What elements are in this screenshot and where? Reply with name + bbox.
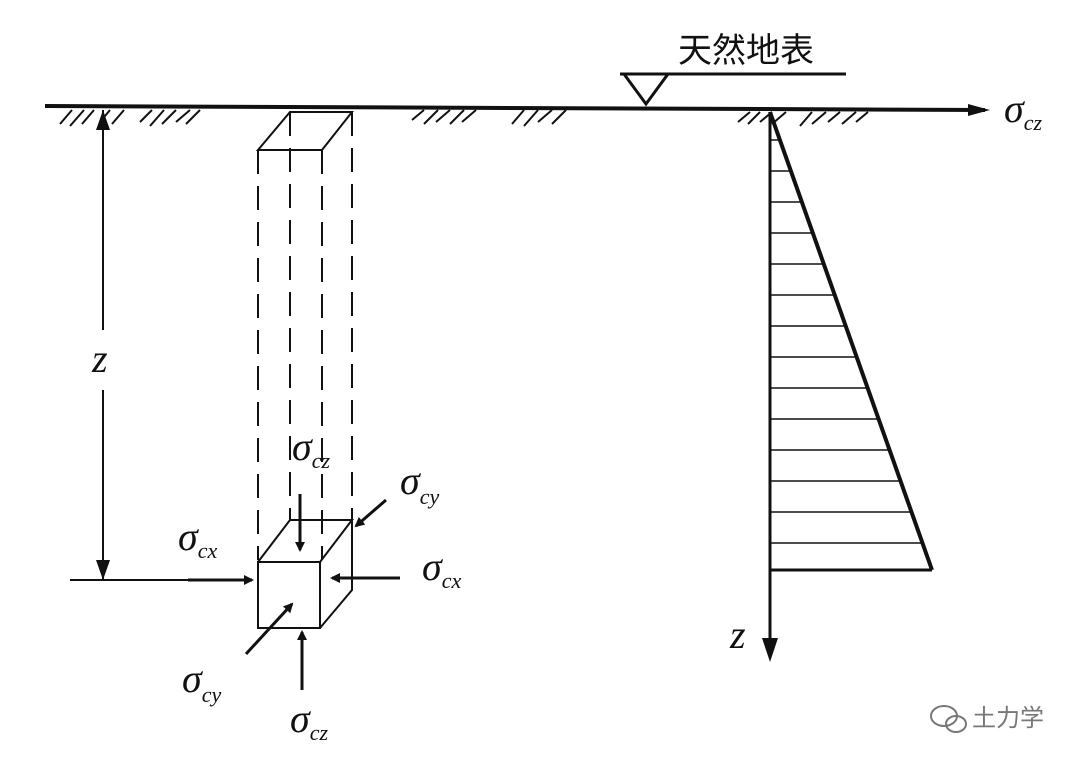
watermark: 土力学 (930, 704, 1044, 733)
depth-label: z (91, 336, 108, 381)
watermark-text: 土力学 (972, 704, 1044, 732)
sigma-cz-axis-label: σcz (1004, 86, 1042, 135)
label-top-sigma-cz: σcz (292, 424, 330, 473)
surface-marker (620, 72, 846, 107)
label-bottom-sigma-cy: σcy (182, 656, 221, 707)
distribution-axis-label: z (729, 612, 746, 657)
soil-element-cube (257, 519, 355, 629)
label-top-sigma-cy: σcy (400, 458, 439, 509)
ground-hatch (59, 109, 869, 127)
surface-label: 天然地表 (678, 31, 814, 71)
svg-text:σcz: σcz (1004, 86, 1042, 135)
soil-column (255, 111, 355, 560)
stress-distribution (762, 111, 934, 662)
wechat-icon (930, 705, 967, 733)
label-right-sigma-cx: σcx (422, 544, 461, 593)
label-left-sigma-cx: σcx (178, 514, 217, 563)
stress-arrows (188, 494, 400, 690)
distribution-hatch (770, 139, 923, 544)
ground-surface (44, 104, 990, 127)
label-bottom-sigma-cz: σcz (290, 696, 328, 745)
